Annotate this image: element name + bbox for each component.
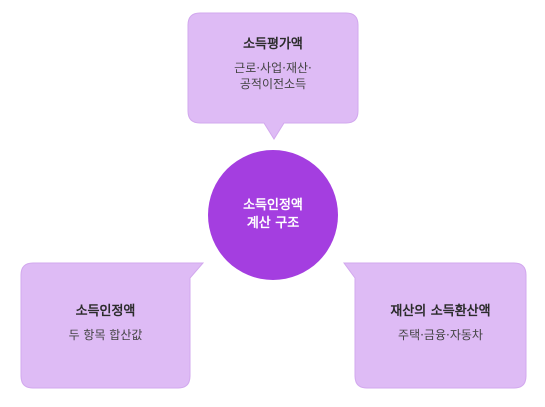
center-circle: 소득인정액 계산 구조: [208, 150, 338, 280]
left-box-title: 소득인정액: [75, 304, 136, 319]
center-line2: 계산 구조: [246, 216, 300, 231]
top-box-text: 소득평가액 근로·사업·재산· 공적이전소득: [188, 36, 358, 92]
right-box-title: 재산의 소득환산액: [390, 304, 491, 319]
right-box-desc: 주택·금융·자동차: [398, 328, 483, 342]
left-callout-box: [20, 262, 205, 389]
top-box-title: 소득평가액: [243, 37, 303, 52]
center-line1: 소득인정액: [243, 198, 303, 213]
top-box-desc: 근로·사업·재산· 공적이전소득: [188, 60, 358, 92]
right-callout-box: [343, 262, 527, 389]
top-callout-box: [187, 12, 359, 140]
top-box-desc-line1: 근로·사업·재산·: [234, 61, 312, 75]
left-box-text: 소득인정액 두 항목 합산값: [21, 303, 190, 343]
right-box-text: 재산의 소득환산액 주택·금융·자동차: [355, 303, 526, 343]
left-box-desc: 두 항목 합산값: [68, 328, 143, 342]
top-box-desc-line2: 공적이전소득: [239, 77, 307, 91]
